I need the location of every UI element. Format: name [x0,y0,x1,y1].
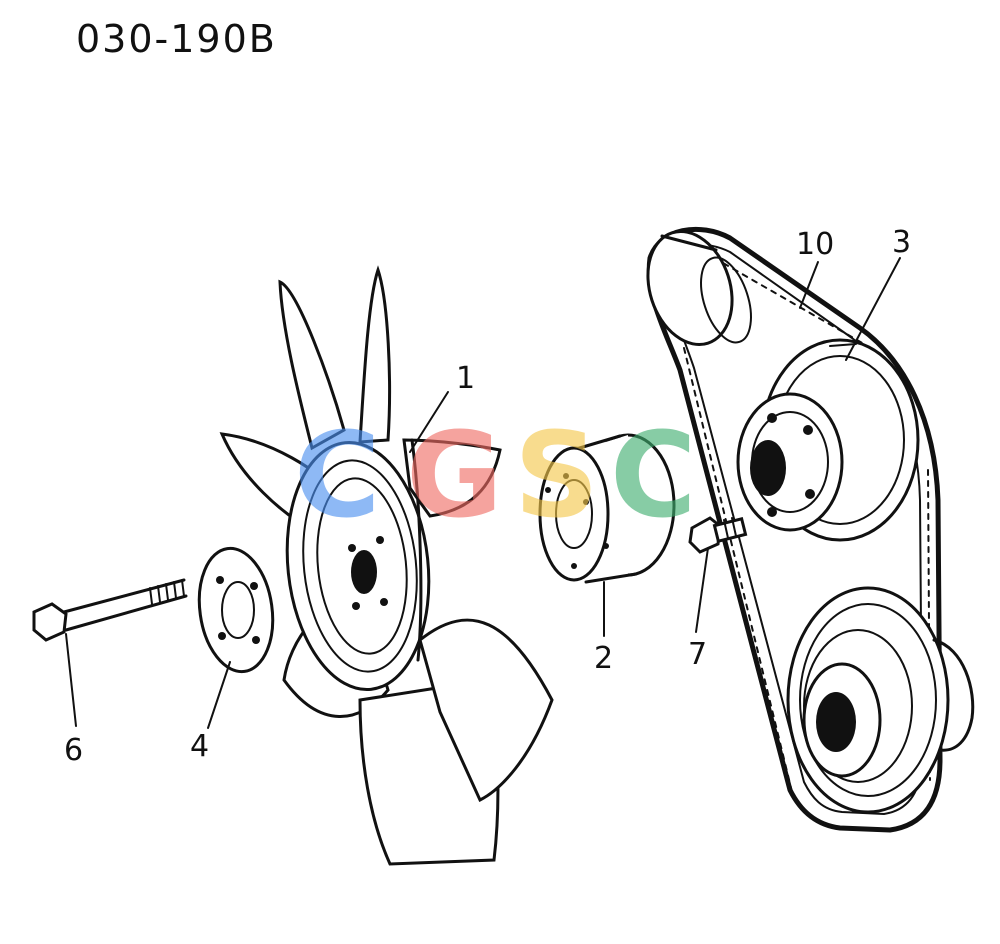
watermark-letter: G [406,406,503,544]
callout-long-bolt: 6 [64,733,83,768]
callout-belt: 10 [796,227,834,262]
callout-fan: 1 [456,361,475,396]
crankshaft-pulley [786,586,975,814]
diagram-code: 030-190B [76,17,277,61]
watermark-letter: S [514,406,599,544]
fan-plate [197,546,275,674]
callout-bolt: 7 [688,637,707,672]
fan-spacer [538,433,676,584]
callout-plate: 4 [190,729,209,764]
watermark-letter: C [294,406,381,544]
cooling-fan [219,265,554,866]
long-bolt-6 [32,578,188,642]
watermark-letter: C [610,406,697,544]
watermark-logo: C G S C [294,406,697,544]
upper-idler-pulley [646,229,752,347]
callout-pulley: 3 [892,225,911,260]
leader-lines [65,257,901,729]
callout-spacer: 2 [594,641,613,676]
water-pump-pulley [736,338,920,542]
bolt-7 [688,516,748,554]
